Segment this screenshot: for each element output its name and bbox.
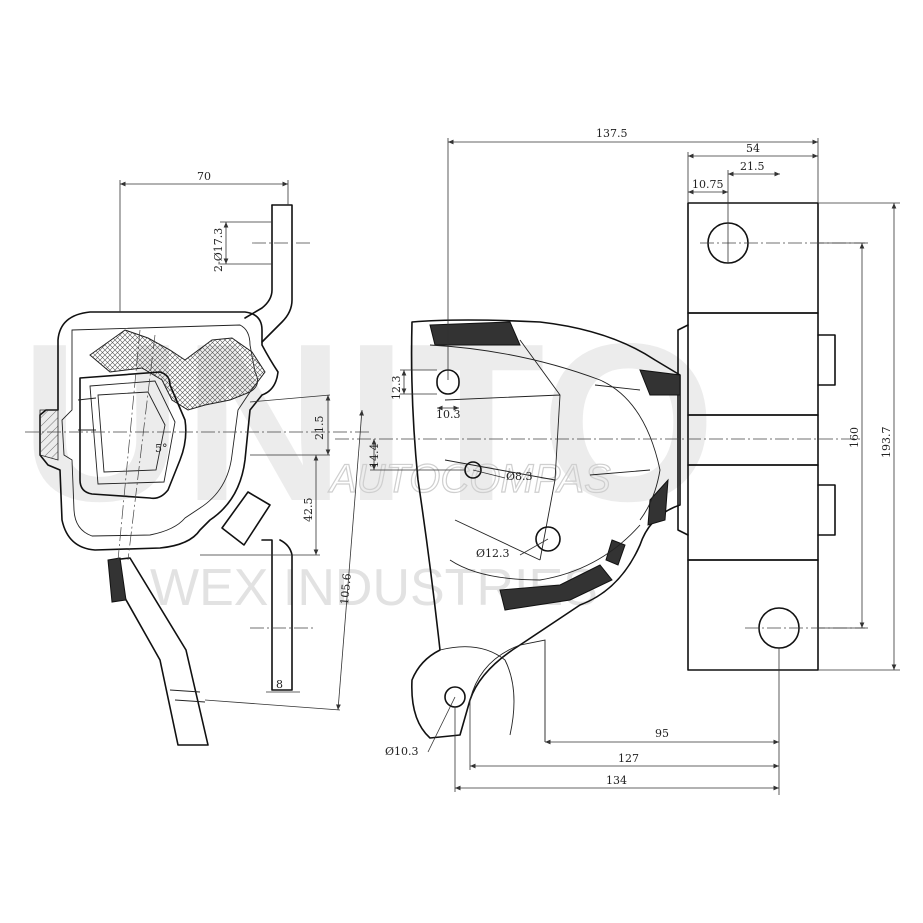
dim-hole-10-3: Ø10.3 <box>385 745 419 758</box>
dim-offset-21-5: 21.5 <box>740 160 765 173</box>
dim-105-6: 105.6 <box>338 573 354 606</box>
dim-block-width: 54 <box>746 142 760 155</box>
mount-block-bottom <box>687 559 819 671</box>
dim-len-95: 95 <box>655 727 669 740</box>
dim-hole-12-3: Ø12.3 <box>476 547 510 560</box>
bracket-plate-top <box>261 204 293 343</box>
dim-angle: 5° <box>155 442 168 455</box>
main-bracket <box>410 319 681 739</box>
dim-holes: 2-Ø17.3 <box>212 228 225 272</box>
dim-len-134: 134 <box>606 774 627 787</box>
dim-plate: 8 <box>276 678 283 691</box>
bracket-plate-bottom <box>261 539 293 691</box>
dim-height-193-7: 193.7 <box>880 427 893 459</box>
dim-width-top: 70 <box>197 170 211 183</box>
dim-42-5: 42.5 <box>302 498 315 523</box>
dim-21-5: 21.5 <box>313 416 326 441</box>
left-side-view: 70 2-Ø17.3 5° 21.5 42.5 105.6 8 <box>25 170 370 746</box>
dim-overall-top: 137.5 <box>596 127 628 140</box>
inner-core <box>79 371 187 500</box>
dim-hole-8-3: Ø8.3 <box>506 470 533 483</box>
dim-height-160: 160 <box>848 427 861 448</box>
right-front-view: 137.5 54 21.5 10.75 12.3 10.3 14.4 Ø8.3 … <box>335 127 900 795</box>
hole-12-3 <box>535 526 561 552</box>
dim-offset-14-4: 14.4 <box>368 444 381 469</box>
dim-len-127: 127 <box>618 752 639 765</box>
dim-hole-w: 10.3 <box>436 408 461 421</box>
rubber-section-hatch <box>89 329 266 411</box>
dim-offset-10-75: 10.75 <box>692 178 724 191</box>
dim-hole-h: 12.3 <box>390 376 403 401</box>
